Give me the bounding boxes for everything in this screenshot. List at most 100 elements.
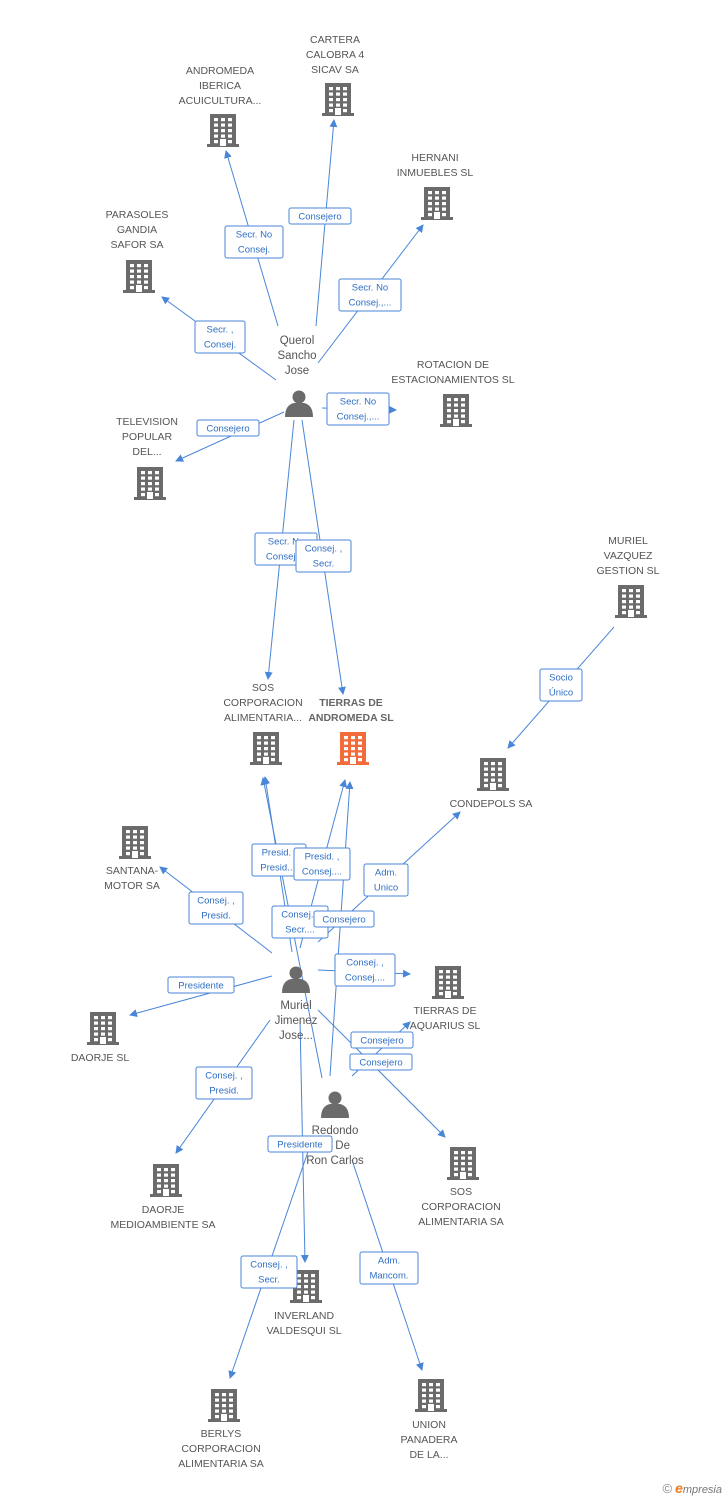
edge-label-text: Secr. No xyxy=(352,283,388,294)
edge-label-box xyxy=(288,207,352,225)
node-daorje[interactable]: DAORJE SL xyxy=(71,1012,130,1064)
edge-label-box xyxy=(363,863,409,897)
edge-line xyxy=(129,975,273,1018)
edge-label[interactable]: Presid. ,Consej.... xyxy=(293,847,351,881)
edge-label-box xyxy=(188,891,244,925)
edge-label-text: Consej. , xyxy=(281,910,319,921)
edge-label-text: Consej.... xyxy=(345,973,385,984)
node-label-line: Redondo xyxy=(312,1125,359,1137)
edge-line xyxy=(329,781,354,1077)
node-santana[interactable]: SANTANA-MOTOR SA xyxy=(104,826,160,892)
edge-label-text: Secr. xyxy=(313,559,335,570)
building-icon xyxy=(447,1147,479,1180)
edge-label[interactable]: Consejero xyxy=(288,207,352,225)
node-hernani[interactable]: HERNANI INMUEBLES SL xyxy=(397,152,474,220)
edge-label-text: Consejero xyxy=(206,424,249,435)
edge-label[interactable]: Consejero xyxy=(196,419,260,437)
edge-label-box xyxy=(240,1255,298,1289)
edge-label[interactable]: Presidente xyxy=(267,1135,333,1153)
edge-label[interactable]: Adm.Unico xyxy=(363,863,409,897)
edge-label[interactable]: Secr. No Consej.,... xyxy=(326,392,390,426)
edge-label[interactable]: Consej. ,Consej.... xyxy=(334,953,396,987)
edge-label-text: Consej. xyxy=(204,340,236,351)
building-icon xyxy=(415,1379,447,1412)
building-icon xyxy=(150,1164,182,1197)
edge-label[interactable]: Consej. ,Secr. xyxy=(295,539,352,573)
building-icon xyxy=(250,732,282,765)
edge-label[interactable]: Consejero xyxy=(349,1053,413,1071)
node-label-line: ROTACION DE xyxy=(417,359,489,371)
edge-label-text: Consej.,... xyxy=(349,298,392,309)
edge-label[interactable]: Adm.Mancom. xyxy=(359,1251,419,1285)
node-label-line: POPULAR xyxy=(122,431,173,443)
edge-label-box xyxy=(224,225,284,259)
node-label-line: CONDEPOLS SA xyxy=(450,798,533,810)
building-icon xyxy=(615,585,647,618)
empresia-logo: ©empresia xyxy=(662,1480,722,1496)
edge-label-text: Secr. No xyxy=(236,230,272,241)
edge-label-text: Unico xyxy=(374,883,398,894)
edge-label[interactable]: Consej. ,Presid. xyxy=(195,1066,253,1100)
node-label-line: ALIMENTARIA SA xyxy=(418,1216,504,1228)
building-icon xyxy=(207,114,239,147)
person-icon xyxy=(321,1091,349,1118)
edge-label-box xyxy=(195,1066,253,1100)
edge-label[interactable]: Secr. ,Consej. xyxy=(194,320,246,354)
edge-label-text: Secr. No xyxy=(340,397,376,408)
node-label-line: CORPORACION xyxy=(421,1201,500,1213)
node-muriel-jimenez[interactable]: MurielJimenezJose... xyxy=(275,966,318,1043)
edge-label-text: Adm. xyxy=(378,1256,400,1267)
node-sos-alimentaria-top[interactable]: SOSCORPORACIONALIMENTARIA... xyxy=(223,682,303,765)
edge-label-text: Socio xyxy=(549,673,573,684)
node-label-line: BERLYS xyxy=(201,1428,242,1440)
edge-label-box xyxy=(539,668,583,702)
edge-label[interactable]: Consej. ,Presid. xyxy=(188,891,244,925)
edge-label[interactable]: Consejero xyxy=(350,1031,414,1049)
node-label-line: Jimenez xyxy=(275,1015,318,1027)
edge-label-box xyxy=(194,320,246,354)
edge-label-text: Secr.... xyxy=(285,925,315,936)
node-label-line: DAORJE xyxy=(142,1204,185,1216)
node-label-line: HERNANI xyxy=(411,152,458,164)
node-label-line: UNION xyxy=(412,1419,446,1431)
node-label-line: SOS xyxy=(252,682,274,694)
node-label-line: DAORJE SL xyxy=(71,1052,130,1064)
node-label-line: INMUEBLES SL xyxy=(397,167,474,179)
node-label-line: PARASOLES xyxy=(106,209,169,221)
edge-label-text: Único xyxy=(549,688,573,699)
edge-label-box xyxy=(293,847,351,881)
node-label-line: CORPORACION xyxy=(181,1443,260,1455)
edge-label[interactable]: Presidente xyxy=(167,976,235,994)
node-label-line: VAZQUEZ xyxy=(604,550,653,562)
edge-label-text: Consej. , xyxy=(205,1071,243,1082)
node-label-line: SICAV SA xyxy=(311,64,359,76)
edge-label[interactable]: Secr. No Consej.,... xyxy=(338,278,402,312)
edge-label[interactable]: Consejero xyxy=(313,910,375,928)
edge-label-text: Presidente xyxy=(277,1140,322,1151)
node-label-line: VALDESQUI SL xyxy=(266,1325,341,1337)
edge-line xyxy=(317,1009,446,1138)
edge-label-text: Presid. , xyxy=(305,852,340,863)
node-television[interactable]: TELEVISIONPOPULARDEL... xyxy=(116,416,178,500)
edge-label-text: Consej.,... xyxy=(337,412,380,423)
node-condepols[interactable]: CONDEPOLS SA xyxy=(450,758,533,810)
edge-label-text: Consej.... xyxy=(266,552,306,563)
building-icon xyxy=(477,758,509,791)
edge-label[interactable]: Consej. ,Secr. xyxy=(240,1255,298,1289)
node-andromeda-iberica[interactable]: ANDROMEDAIBERICAACUICULTURA... xyxy=(179,65,262,147)
